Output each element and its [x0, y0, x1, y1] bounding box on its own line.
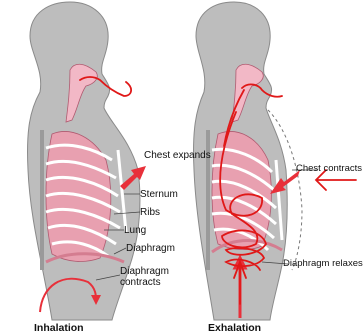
label-diaphragm: Diaphragm [126, 243, 175, 254]
label-sternum: Sternum [140, 189, 178, 200]
caption-exhalation: Exhalation [208, 322, 261, 334]
label-chest-expands: Chest expands [144, 150, 211, 161]
label-lung: Lung [124, 225, 146, 236]
exhalation-figure [193, 2, 318, 320]
label-diaphragm-relaxes: Diaphragm relaxes [283, 258, 363, 269]
label-ribs: Ribs [140, 207, 160, 218]
label-diaphragm-contracts: Diaphragm contracts [120, 266, 182, 288]
caption-inhalation: Inhalation [34, 322, 84, 334]
label-chest-contracts: Chest contracts [296, 163, 362, 174]
